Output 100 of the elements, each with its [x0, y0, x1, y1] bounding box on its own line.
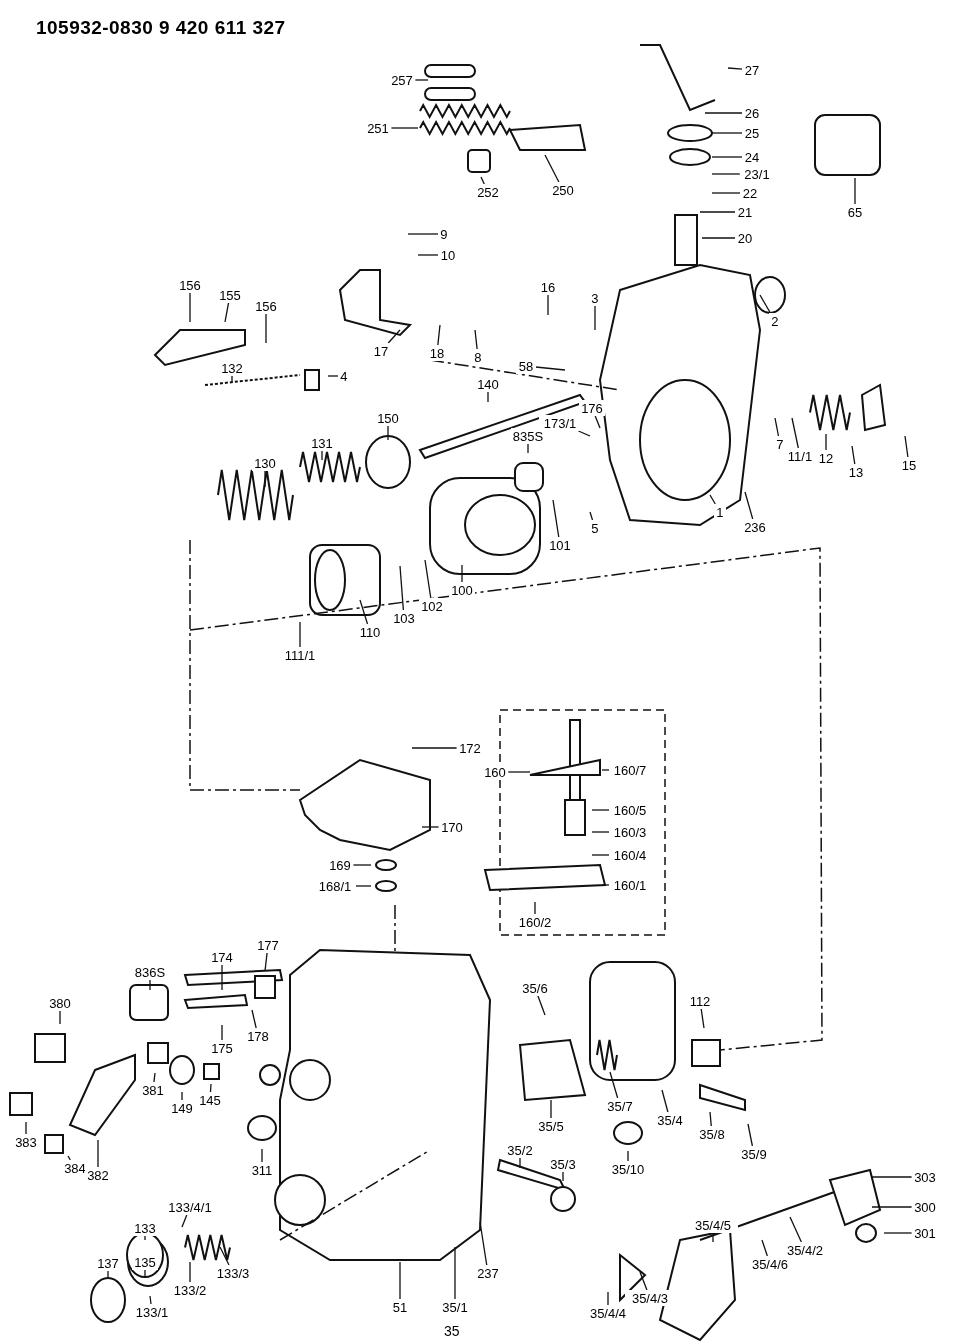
leader-line	[607, 1291, 609, 1306]
leader-line	[153, 1072, 156, 1083]
leader-line	[107, 1270, 109, 1280]
callout-number: 17	[371, 343, 391, 359]
leader-line	[704, 112, 744, 114]
leader-line	[547, 294, 549, 316]
leader-line	[552, 499, 560, 538]
leader-line	[221, 1024, 223, 1041]
leader-line	[264, 952, 268, 972]
leader-line	[747, 1123, 754, 1147]
leader-line	[454, 1246, 456, 1300]
leader-line	[759, 294, 772, 314]
leader-line	[519, 1157, 521, 1169]
leader-line	[727, 67, 744, 70]
leader-line	[231, 375, 233, 383]
leader-line	[609, 1071, 619, 1099]
leader-line	[265, 313, 267, 344]
leader-line	[699, 211, 737, 213]
leader-line	[181, 1091, 183, 1101]
leader-line	[299, 621, 301, 648]
leader-line	[591, 831, 610, 833]
leader-line	[437, 324, 441, 346]
leader-line	[851, 445, 856, 465]
leader-line	[261, 1148, 263, 1163]
callout-number: 250	[549, 182, 577, 198]
leader-line	[221, 964, 223, 991]
leader-line	[414, 79, 429, 81]
leader-line	[97, 1139, 99, 1168]
leader-line	[144, 1269, 146, 1279]
leader-line	[591, 854, 610, 856]
leader-line	[67, 1155, 71, 1161]
callout-number: 35	[444, 1324, 460, 1338]
leader-line	[761, 1239, 768, 1257]
leader-line	[791, 417, 799, 449]
leader-line	[711, 132, 744, 134]
leader-line	[711, 192, 742, 194]
leader-line	[700, 1008, 705, 1029]
leader-line	[534, 366, 566, 371]
leader-line	[399, 1261, 401, 1300]
leader-line	[390, 127, 419, 129]
leader-line	[661, 1089, 669, 1113]
leader-line	[871, 1206, 913, 1208]
leader-line	[744, 491, 754, 520]
leader-line	[144, 1235, 146, 1241]
callout-number: 5	[589, 520, 601, 536]
leader-line	[149, 979, 151, 991]
callout-number: 176	[578, 400, 606, 416]
leader-line	[411, 747, 458, 749]
callout-number: 835S	[510, 428, 546, 444]
leader-line	[577, 430, 591, 437]
leader-line	[601, 769, 610, 771]
leader-line	[327, 375, 339, 377]
leader-line	[461, 564, 463, 583]
leader-line	[627, 1150, 629, 1162]
leader-line	[871, 1176, 913, 1178]
leader-line	[789, 1216, 802, 1243]
leader-line	[701, 237, 737, 239]
leader-line	[774, 417, 780, 437]
leader-line	[387, 329, 401, 344]
callout-number: 1	[714, 504, 726, 520]
leader-line	[507, 771, 531, 773]
leader-line	[904, 435, 909, 458]
leader-line	[537, 995, 546, 1016]
leader-line	[712, 1232, 714, 1243]
leader-line	[264, 470, 266, 488]
leader-line	[474, 329, 478, 350]
leader-line	[59, 1010, 61, 1025]
leader-line	[527, 443, 529, 454]
leader-line	[709, 494, 716, 505]
leader-line	[534, 901, 536, 915]
callout-number: 2	[769, 313, 781, 329]
callout-number: 173/1	[539, 415, 581, 431]
leader-line	[479, 1221, 488, 1266]
leader-line	[825, 433, 827, 451]
leader-line	[251, 1009, 257, 1029]
leader-line	[25, 1121, 27, 1135]
leader-line	[589, 511, 594, 521]
leader-line	[359, 599, 369, 625]
leader-line	[480, 176, 485, 185]
leader-line	[387, 425, 389, 441]
leader-line	[417, 254, 440, 256]
leader-line	[544, 154, 560, 183]
leader-line	[321, 450, 323, 461]
leader-line	[219, 1246, 230, 1266]
leader-line	[562, 1171, 564, 1182]
leader-line	[209, 1083, 212, 1093]
leader-line	[854, 177, 856, 205]
leader-line	[711, 156, 744, 158]
leader-line	[181, 1214, 188, 1228]
leader-line	[189, 1261, 191, 1283]
leader-line	[594, 305, 596, 331]
leader-line	[883, 1232, 913, 1234]
callout-number: 382	[84, 1167, 112, 1183]
title: 105932-0830 9 420 611 327	[36, 16, 286, 40]
leader-line	[421, 826, 440, 828]
callout-number: 236	[741, 519, 769, 535]
callout-number: 102	[418, 598, 446, 614]
leader-line	[550, 1099, 552, 1119]
leader-line	[487, 391, 489, 403]
leader-line	[224, 302, 230, 323]
